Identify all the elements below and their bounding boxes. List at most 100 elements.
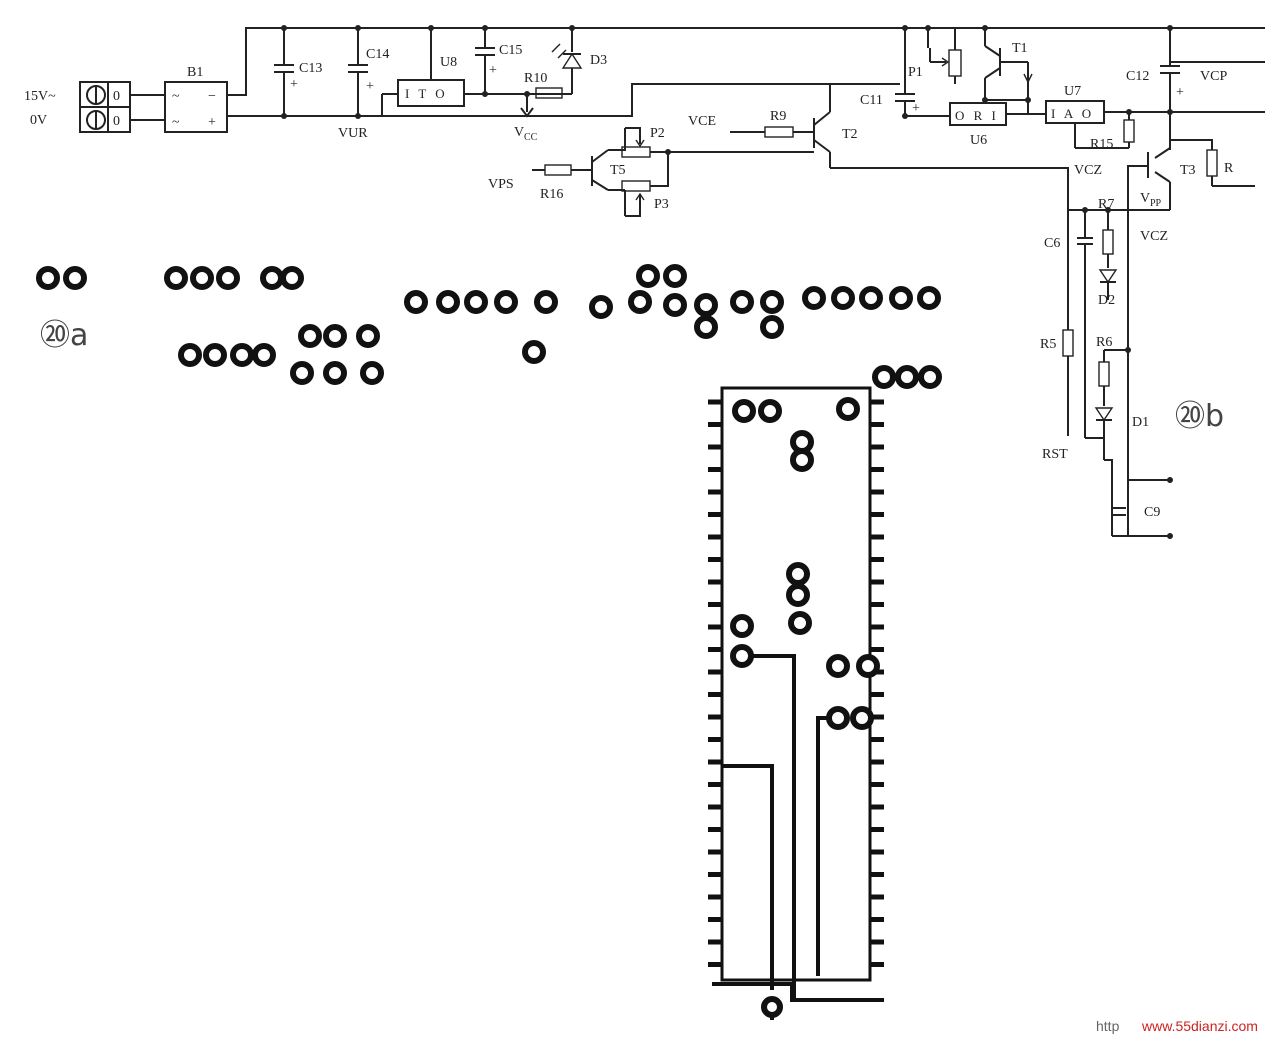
svg-text:+: + bbox=[366, 79, 374, 94]
input-15v-label: 15V~ bbox=[24, 89, 56, 104]
label-r: R bbox=[1224, 161, 1234, 176]
pcb-pad bbox=[164, 266, 188, 290]
svg-text:+: + bbox=[489, 63, 497, 78]
label-d2: D2 bbox=[1098, 293, 1115, 308]
pcb-pad bbox=[63, 266, 87, 290]
label-r16: R16 bbox=[540, 187, 563, 202]
b1-ac-bottom: ~ bbox=[172, 115, 180, 130]
label-t5: T5 bbox=[610, 163, 626, 178]
pcb-pad bbox=[760, 290, 784, 314]
net-vcz-2: VCZ bbox=[1140, 229, 1168, 244]
transistor-t1: T1 bbox=[984, 28, 1028, 100]
pcb-pad bbox=[788, 611, 812, 635]
label-c14: C14 bbox=[366, 47, 389, 62]
pad-group bbox=[36, 264, 942, 1018]
terminal-mark-1: 0 bbox=[113, 89, 120, 104]
pcb-pad bbox=[589, 295, 613, 319]
label-t1: T1 bbox=[1012, 41, 1028, 56]
label-c9: C9 bbox=[1144, 505, 1160, 520]
u8-pins: I T O bbox=[405, 86, 448, 101]
label-d3: D3 bbox=[590, 53, 607, 68]
input-0v-label: 0V bbox=[30, 113, 47, 128]
net-vpp: V bbox=[1140, 191, 1150, 206]
pcb-pad bbox=[859, 286, 883, 310]
diode-d1: D1 bbox=[1094, 407, 1149, 438]
b1-plus: + bbox=[208, 115, 216, 130]
u7-pins: I A O bbox=[1051, 106, 1094, 121]
label-p2: P2 bbox=[650, 126, 665, 141]
pcb-pad bbox=[203, 343, 227, 367]
resistor-r bbox=[1206, 149, 1218, 177]
label-r5: R5 bbox=[1040, 337, 1056, 352]
pcb-pad bbox=[730, 644, 754, 668]
pcb-pad bbox=[694, 315, 718, 339]
net-vcc-sub: CC bbox=[524, 132, 538, 143]
pcb-pad bbox=[850, 706, 874, 730]
label-c13: C13 bbox=[299, 61, 322, 76]
pcb-pad bbox=[895, 365, 919, 389]
pcb-pad bbox=[663, 264, 687, 288]
label-r7: R7 bbox=[1098, 197, 1114, 212]
resistor-r7 bbox=[1102, 229, 1114, 255]
pcb-pad bbox=[494, 290, 518, 314]
potentiometer-p3 bbox=[621, 180, 651, 192]
resistor-r6 bbox=[1098, 361, 1110, 387]
pcb-pad bbox=[230, 343, 254, 367]
b1-ac-top: ~ bbox=[172, 89, 180, 104]
pcb-pad bbox=[178, 343, 202, 367]
resistor-r16 bbox=[544, 164, 572, 176]
pcb-pad bbox=[831, 286, 855, 310]
resistor-r9 bbox=[764, 126, 794, 138]
terminal-mark-2: 0 bbox=[113, 114, 120, 129]
potentiometer-p1 bbox=[948, 49, 962, 77]
net-vcp: VCP bbox=[1200, 69, 1227, 84]
label-d1: D1 bbox=[1132, 415, 1149, 430]
u6-pins: O R I bbox=[955, 108, 999, 123]
label-t3: T3 bbox=[1180, 163, 1196, 178]
label-r9: R9 bbox=[770, 109, 786, 124]
label-r10: R10 bbox=[524, 71, 547, 86]
net-vur: VUR bbox=[338, 126, 368, 141]
pcb-pad bbox=[464, 290, 488, 314]
pcb-pad bbox=[280, 266, 304, 290]
pcb-pad bbox=[436, 290, 460, 314]
label-b1: B1 bbox=[187, 65, 203, 80]
label-u7: U7 bbox=[1064, 84, 1081, 99]
pcb-pad bbox=[323, 324, 347, 348]
watermark-site: www.55dianzi.com bbox=[1141, 1018, 1258, 1034]
pcb-pad bbox=[404, 290, 428, 314]
pcb-pad bbox=[694, 293, 718, 317]
pcb-pad bbox=[290, 361, 314, 385]
pcb-pad bbox=[323, 361, 347, 385]
pcb-pad bbox=[790, 448, 814, 472]
pcb-pad bbox=[360, 361, 384, 385]
label-r6: R6 bbox=[1096, 335, 1112, 350]
figure-label-b: ⑳b bbox=[1175, 399, 1224, 434]
pcb-pad bbox=[732, 399, 756, 423]
capacitor-c14: C14 + bbox=[348, 28, 389, 116]
pcb-pad bbox=[730, 290, 754, 314]
net-vpp-sub: PP bbox=[1150, 198, 1162, 209]
resistor-r5 bbox=[1062, 329, 1074, 357]
capacitor-c13: C13 + bbox=[274, 28, 322, 116]
pcb-pad bbox=[802, 286, 826, 310]
bridge-rectifier-b1: B1 ~ − ~ + bbox=[164, 65, 228, 133]
pcb-pad bbox=[252, 343, 276, 367]
pcb-pad bbox=[663, 293, 687, 317]
label-u6: U6 bbox=[970, 133, 987, 148]
svg-text:+: + bbox=[912, 101, 920, 116]
pcb-pad bbox=[889, 286, 913, 310]
watermark: http www.55dianzi.com bbox=[1096, 1018, 1258, 1034]
pcb-pad bbox=[760, 315, 784, 339]
pcb-pad bbox=[872, 365, 896, 389]
net-vcc: V bbox=[514, 125, 524, 140]
pcb-pad bbox=[836, 397, 860, 421]
watermark-prefix: http bbox=[1096, 1018, 1120, 1034]
input-terminal-block: 0 0 15V~ 0V bbox=[24, 81, 131, 133]
capacitor-c9: C9 bbox=[1112, 505, 1160, 520]
pcb-pad bbox=[636, 264, 660, 288]
svg-text:+: + bbox=[1176, 85, 1184, 100]
regulator-u8: I T O U8 bbox=[381, 28, 572, 116]
capacitor-c12: C12 + bbox=[1126, 28, 1184, 140]
